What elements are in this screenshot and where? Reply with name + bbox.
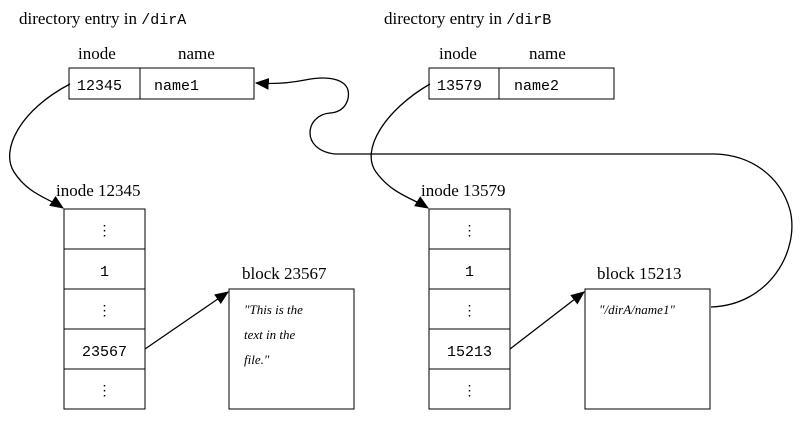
dirB-entry-row xyxy=(428,67,615,100)
block-23567: block 23567 "This is the text in the fil… xyxy=(228,264,355,410)
dirB-col-inode: inode xyxy=(439,44,477,63)
blockA-title: block 23567 xyxy=(242,264,327,283)
dirA-inode-value: 12345 xyxy=(77,78,122,95)
block-15213: block 15213 "/dirA/name1" xyxy=(584,264,711,410)
dirB-caption-text: directory entry in xyxy=(384,9,506,28)
dirA-entry-row xyxy=(68,67,255,100)
dirB-caption-path: /dirB xyxy=(506,12,551,29)
inodeA-cell-ellipsis: ⋮ xyxy=(98,224,112,239)
dirB-inode-value: 13579 xyxy=(437,78,482,95)
inode-12345: inode 12345 ⋮ 1 ⋮ 23567 ⋮ xyxy=(56,181,146,410)
blockA-text-line: file." xyxy=(244,352,270,367)
dirA-col-inode: inode xyxy=(78,44,116,63)
inodeB-title: inode 13579 xyxy=(421,181,506,200)
dirA-caption-path: /dirA xyxy=(141,12,186,29)
dirB-caption: directory entry in /dirB xyxy=(384,9,551,29)
blockA-box xyxy=(228,288,355,410)
directory-entry-dirB: directory entry in /dirB inode name 1357… xyxy=(384,9,615,100)
dirA-col-name: name xyxy=(178,44,215,63)
dirB-name-value: name2 xyxy=(514,78,559,95)
blockA-text-line: "This is the xyxy=(244,302,303,317)
blockB-title: block 15213 xyxy=(597,264,682,283)
blockA-text-line: text in the xyxy=(244,327,295,342)
arrow-inodeA-to-blockA xyxy=(144,291,229,350)
inodeB-cell-linkcount: 1 xyxy=(465,264,474,281)
blockB-text-line: "/dirA/name1" xyxy=(599,302,675,317)
inode-13579: inode 13579 ⋮ 1 ⋮ 15213 ⋮ xyxy=(421,181,511,410)
dirA-name-value: name1 xyxy=(154,78,199,95)
inodeA-table xyxy=(63,208,146,410)
dirA-caption: directory entry in /dirA xyxy=(19,9,186,29)
inodeA-cell-linkcount: 1 xyxy=(100,264,109,281)
inodeB-cell-block-pointer: 15213 xyxy=(447,344,492,361)
inodeB-table xyxy=(428,208,511,410)
blockB-box xyxy=(584,288,711,410)
dirA-caption-text: directory entry in xyxy=(19,9,141,28)
directory-entry-dirA: directory entry in /dirA inode name 1234… xyxy=(19,9,255,100)
inodeA-cell-block-pointer: 23567 xyxy=(82,344,127,361)
arrow-symlink-to-name1 xyxy=(254,77,793,308)
arrow-dirB-to-inodeB xyxy=(370,83,431,209)
inodeB-cell-ellipsis: ⋮ xyxy=(463,384,477,399)
inodeA-title: inode 12345 xyxy=(56,181,141,200)
inodeB-cell-ellipsis: ⋮ xyxy=(463,304,477,319)
arrow-inodeB-to-blockB xyxy=(509,291,585,350)
arrow-dirA-to-inodeA xyxy=(9,83,71,209)
inodeA-cell-ellipsis: ⋮ xyxy=(98,304,112,319)
inodeB-cell-ellipsis: ⋮ xyxy=(463,224,477,239)
inodeA-cell-ellipsis: ⋮ xyxy=(98,384,112,399)
dirB-col-name: name xyxy=(529,44,566,63)
